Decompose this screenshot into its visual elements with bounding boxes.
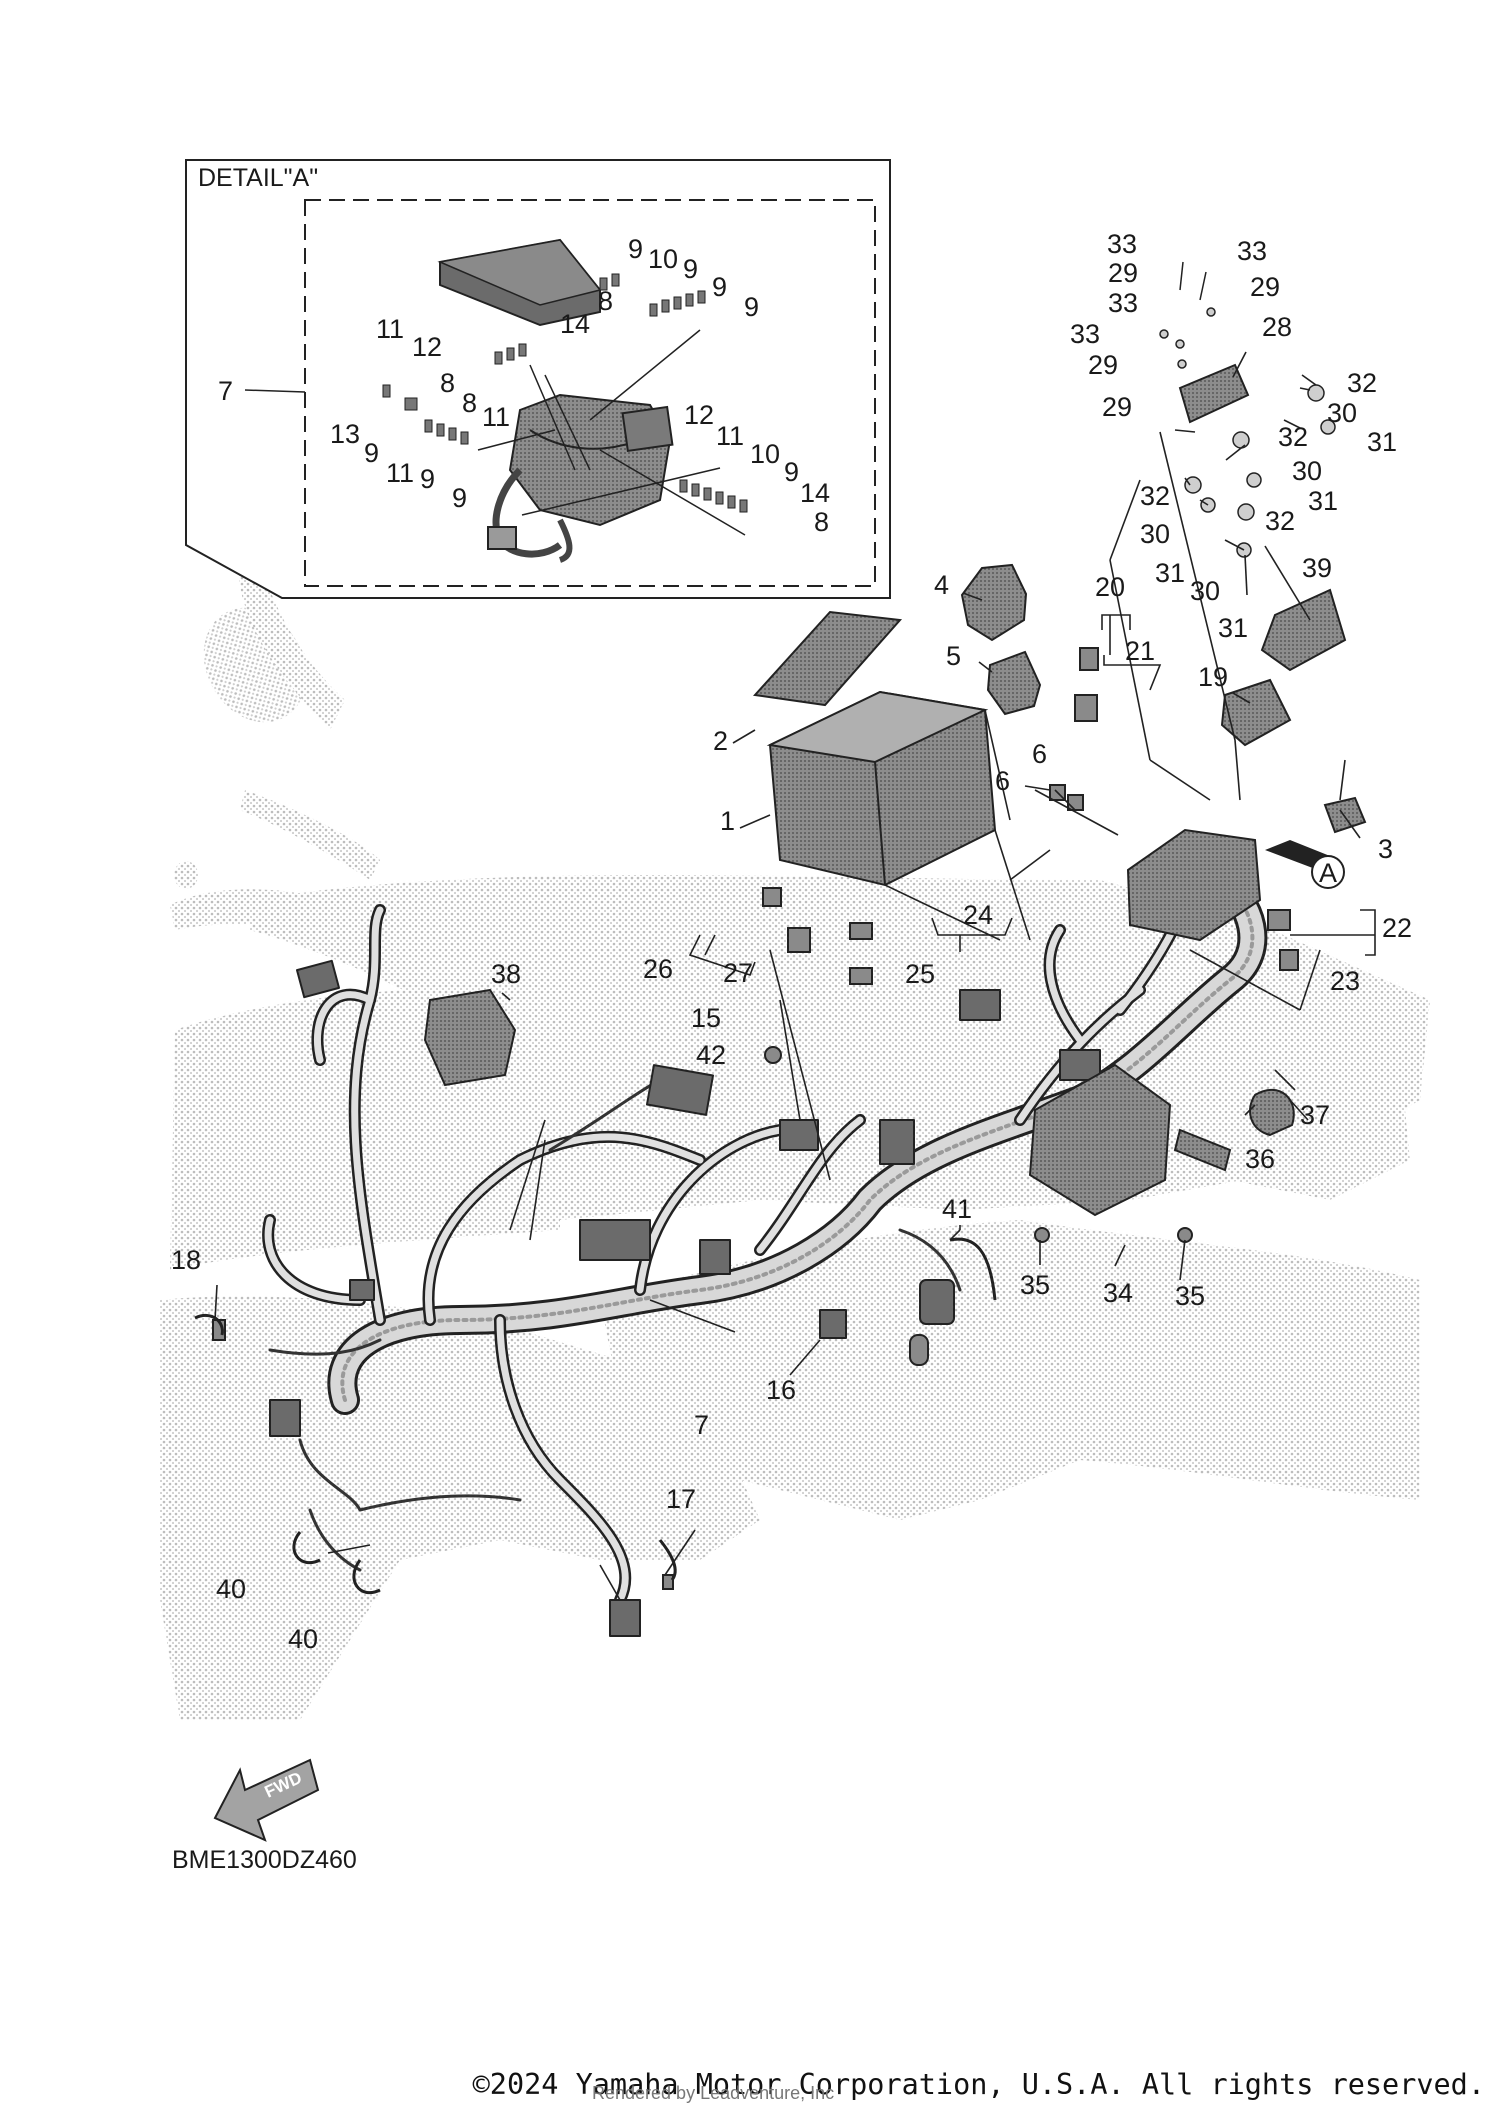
part-number-24: 24	[963, 900, 993, 930]
part-number-31: 31	[1308, 486, 1338, 516]
part-number-9: 9	[628, 234, 643, 264]
part-number-20: 20	[1095, 572, 1125, 602]
part-number-7: 7	[694, 1410, 709, 1440]
part-number-41: 41	[942, 1194, 972, 1224]
part-number-35: 35	[1175, 1281, 1205, 1311]
part-number-labels: 1 2 3 4 5 6 6 7 15 16 17 18 19 20 21 22 …	[171, 229, 1412, 1654]
part-number-11: 11	[482, 402, 510, 432]
part-number-31: 31	[1218, 613, 1248, 643]
part-number-18: 18	[171, 1245, 201, 1275]
part-number-22: 22	[1382, 913, 1412, 943]
render-credit: Rendered by Leadventure, Inc	[592, 2083, 835, 2103]
part-number-19: 19	[1198, 662, 1228, 692]
part-number-8: 8	[440, 368, 455, 398]
part-number-32: 32	[1347, 368, 1377, 398]
part-number-32: 32	[1140, 481, 1170, 511]
part-number-33: 33	[1108, 288, 1138, 318]
part-number-32: 32	[1278, 422, 1308, 452]
part-number-9: 9	[683, 254, 698, 284]
part-number-33: 33	[1107, 229, 1137, 259]
part-number-8: 8	[814, 507, 829, 537]
part-number-4: 4	[934, 570, 949, 600]
part-number-9: 9	[744, 292, 759, 322]
part-number-1: 1	[720, 806, 735, 836]
part-number-34: 34	[1103, 1278, 1133, 1308]
part-number-6: 6	[995, 766, 1010, 796]
part-number-27: 27	[723, 958, 753, 988]
part-number-35: 35	[1020, 1270, 1050, 1300]
callout-a-letter: A	[1319, 858, 1337, 888]
detail-a-title: DETAIL"A"	[198, 164, 318, 192]
main-wiring-harness	[262, 864, 1268, 1637]
detail-a-part-numbers: 7 9 10 9 9 9 14 8 11 12 8 8 11 13 9 11 9…	[218, 234, 830, 537]
part-number-29: 29	[1250, 272, 1280, 302]
part-number-17: 17	[666, 1484, 696, 1514]
part-number-10: 10	[648, 244, 678, 274]
part-number-9: 9	[420, 464, 435, 494]
part-number-40: 40	[288, 1624, 318, 1654]
part-number-15: 15	[691, 1003, 721, 1033]
part-number-29: 29	[1102, 392, 1132, 422]
part-number-30: 30	[1140, 519, 1170, 549]
part-number-2: 2	[713, 726, 728, 756]
part-number-12: 12	[412, 332, 442, 362]
part-number-32: 32	[1265, 506, 1295, 536]
part-number-9: 9	[452, 483, 467, 513]
part-number-36: 36	[1245, 1144, 1275, 1174]
part-number-13: 13	[330, 419, 360, 449]
diagram-code: BME1300DZ460	[172, 1846, 357, 1874]
copyright-notice: ©2024 Yamaha Motor Corporation, U.S.A. A…	[472, 2068, 1485, 2101]
part-number-10: 10	[750, 439, 780, 469]
part-number-38: 38	[491, 959, 521, 989]
part-number-42: 42	[696, 1040, 726, 1070]
part-number-12: 12	[684, 400, 714, 430]
part-number-9: 9	[784, 457, 799, 487]
part-number-28: 28	[1262, 312, 1292, 342]
part-number-31: 31	[1155, 558, 1185, 588]
battery-cover-pad	[752, 610, 903, 707]
part-number-8: 8	[598, 286, 613, 316]
part-number-30: 30	[1190, 576, 1220, 606]
part-number-40: 40	[216, 1574, 246, 1604]
relay-covers	[423, 363, 1367, 1217]
part-number-33: 33	[1237, 236, 1267, 266]
part-number-30: 30	[1292, 456, 1322, 486]
part-number-8: 8	[462, 388, 477, 418]
part-number-14: 14	[800, 478, 830, 508]
part-number-11: 11	[376, 314, 404, 344]
part-number-23: 23	[1330, 966, 1360, 996]
forward-direction-arrow: FWD	[213, 1758, 320, 1842]
part-number-29: 29	[1088, 350, 1118, 380]
part-number-7: 7	[218, 376, 233, 406]
part-number-26: 26	[643, 954, 673, 984]
part-number-33: 33	[1070, 319, 1100, 349]
part-number-3: 3	[1378, 834, 1393, 864]
part-number-30: 30	[1327, 398, 1357, 428]
part-number-21: 21	[1125, 636, 1155, 666]
detail-a-inset: DETAIL"A" 7	[185, 159, 891, 599]
part-number-25: 25	[905, 959, 935, 989]
part-number-39: 39	[1302, 553, 1332, 583]
battery	[766, 690, 997, 887]
part-number-14: 14	[560, 309, 590, 339]
fuse-box-main: A	[1126, 828, 1345, 942]
part-number-5: 5	[946, 641, 961, 671]
part-number-9: 9	[712, 272, 727, 302]
part-number-11: 11	[386, 458, 414, 488]
part-number-11: 11	[716, 421, 744, 451]
part-number-6: 6	[1032, 739, 1047, 769]
relay-bracket-hardware	[1159, 261, 1336, 558]
part-number-9: 9	[364, 438, 379, 468]
part-number-16: 16	[766, 1375, 796, 1405]
part-number-31: 31	[1367, 427, 1397, 457]
part-number-37: 37	[1300, 1100, 1330, 1130]
leader-lines	[214, 351, 1376, 1601]
part-number-29: 29	[1108, 258, 1138, 288]
small-connectors	[212, 647, 1299, 1590]
